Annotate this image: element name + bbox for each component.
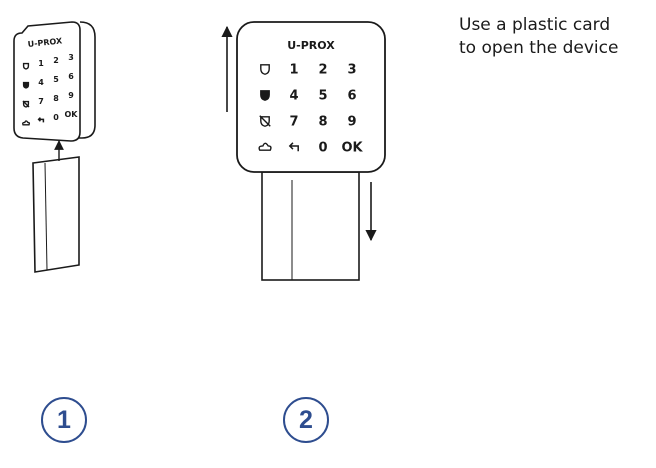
- key-7: 7: [289, 115, 298, 130]
- key-2: 2: [318, 63, 327, 78]
- shield-filled-icon: [22, 81, 30, 89]
- cloud-icon: [21, 120, 31, 126]
- step2-card: [261, 171, 360, 281]
- step-2-number: 2: [299, 405, 313, 434]
- key-0: 0: [53, 113, 59, 122]
- shield-icon: [22, 62, 30, 70]
- key-7: 7: [38, 97, 44, 106]
- back-arrow-icon: [37, 117, 45, 123]
- key-6: 6: [68, 72, 74, 81]
- shield-icon: [260, 64, 270, 75]
- shield-filled-icon: [260, 90, 270, 101]
- step2-keypad: 1 2 3 4 5 6 7 8 9 0 OK: [258, 63, 363, 156]
- key-0: 0: [318, 141, 327, 156]
- key-6: 6: [347, 89, 356, 104]
- back-arrow-icon: [288, 142, 299, 152]
- instruction-text: Use a plastic card to open the device: [459, 14, 649, 60]
- step1-device: [13, 21, 96, 142]
- key-1: 1: [38, 59, 44, 68]
- shield-slash-icon: [259, 115, 271, 127]
- key-2: 2: [53, 56, 59, 65]
- key-9: 9: [347, 115, 356, 130]
- key-4: 4: [289, 89, 298, 104]
- key-9: 9: [68, 91, 74, 100]
- key-1: 1: [289, 63, 298, 78]
- instruction-line-1: Use a plastic card: [459, 15, 611, 35]
- key-8: 8: [318, 115, 327, 130]
- key-ok: OK: [341, 141, 363, 156]
- shield-slash-icon: [22, 100, 30, 108]
- key-5: 5: [53, 75, 59, 84]
- key-5: 5: [318, 89, 327, 104]
- key-3: 3: [68, 53, 74, 62]
- key-8: 8: [53, 94, 59, 103]
- key-ok: OK: [65, 110, 79, 119]
- key-4: 4: [38, 78, 44, 87]
- step-1-number: 1: [57, 405, 71, 434]
- step2-brand-label: U-PROX: [287, 39, 335, 52]
- instruction-line-2: to open the device: [459, 38, 619, 58]
- step-2-badge: 2: [283, 397, 329, 443]
- cloud-icon: [258, 142, 272, 151]
- step2-device-body: [236, 21, 386, 173]
- key-3: 3: [347, 63, 356, 78]
- step1-card: [32, 156, 80, 273]
- step1-brand-label: U-PROX: [27, 36, 63, 49]
- step-1-badge: 1: [41, 397, 87, 443]
